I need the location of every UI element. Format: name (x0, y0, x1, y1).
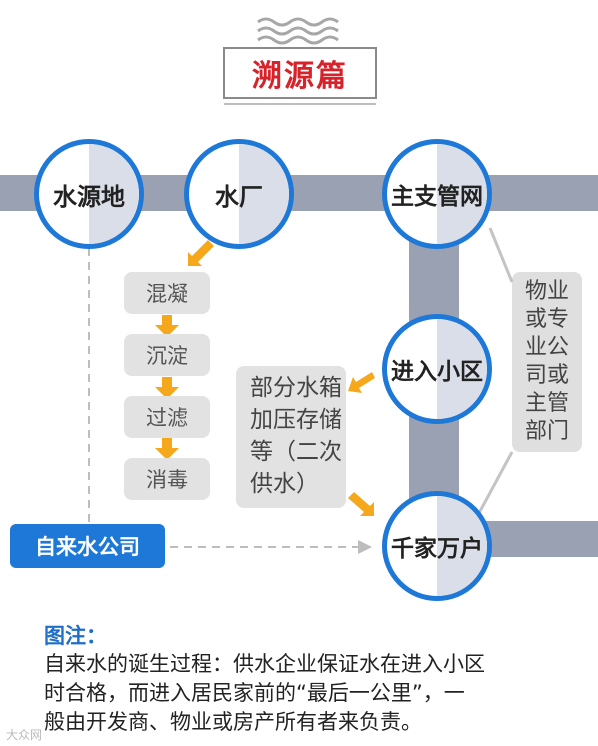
secondary-supply-line: 部分水箱 (250, 375, 342, 401)
water-company-label: 自来水公司 (10, 524, 165, 568)
circle-enter-community (382, 314, 492, 424)
step-arrow-2 (155, 377, 179, 399)
water-wave-icon (257, 17, 339, 45)
plant-arrow (188, 240, 214, 266)
property-dept-line: 业公 (524, 335, 569, 360)
circle-households (382, 491, 492, 601)
node-water-plant: 水厂 (215, 182, 263, 211)
secondary-supply-box (236, 366, 346, 508)
node-households: 千家万户 (391, 536, 483, 562)
company-arrowhead (358, 540, 372, 554)
node-main-pipe: 主支管网 (391, 184, 483, 210)
note-line: 自来水的诞生过程：供水企业保证水在进入小区 (44, 652, 485, 676)
property-dept-line: 司或 (524, 363, 569, 388)
households-arrow (348, 492, 374, 516)
circle-water-source (34, 139, 144, 249)
title-frame (223, 47, 377, 99)
orange-arrows (155, 240, 375, 516)
step-coagulation: 混凝 (124, 272, 210, 314)
node-water-source: 水源地 (53, 182, 125, 211)
step-arrow-1 (155, 315, 179, 337)
circle-water-plant (184, 139, 294, 249)
property-top-connector (488, 227, 514, 283)
secondary-supply-line: 加压存储 (250, 407, 342, 433)
secondary-supply-line: 等（二次 (250, 439, 342, 465)
secondary-supply-line: 供水） (250, 471, 319, 497)
node-enter-community: 进入小区 (391, 359, 483, 385)
property-dept-line: 部门 (524, 419, 569, 444)
page-title: 溯源篇 (252, 59, 348, 94)
community-arrow (348, 372, 375, 393)
property-dept-text: 物业 或专 业公 司或 主管 部门 (512, 272, 582, 452)
property-dept-line: 主管 (524, 391, 569, 416)
note-line: 般由开发商、物业或房产所有者来负责。 (44, 710, 422, 734)
note-label: 图注： (44, 624, 107, 648)
circle-main-pipe (382, 139, 492, 249)
watermark: 大众网 (6, 728, 43, 742)
step-filtration: 过滤 (124, 396, 210, 438)
step-disinfection: 消毒 (124, 458, 210, 500)
property-dept-line: 或专 (524, 307, 569, 332)
property-box (512, 272, 582, 452)
step-sedimentation: 沉淀 (124, 334, 210, 376)
property-bottom-connector (476, 451, 514, 516)
note-line: 时合格，而进入居民家前的“最后一公里”，一 (44, 681, 465, 705)
property-dept-line: 物业 (524, 279, 569, 304)
step-arrow-3 (155, 438, 179, 460)
